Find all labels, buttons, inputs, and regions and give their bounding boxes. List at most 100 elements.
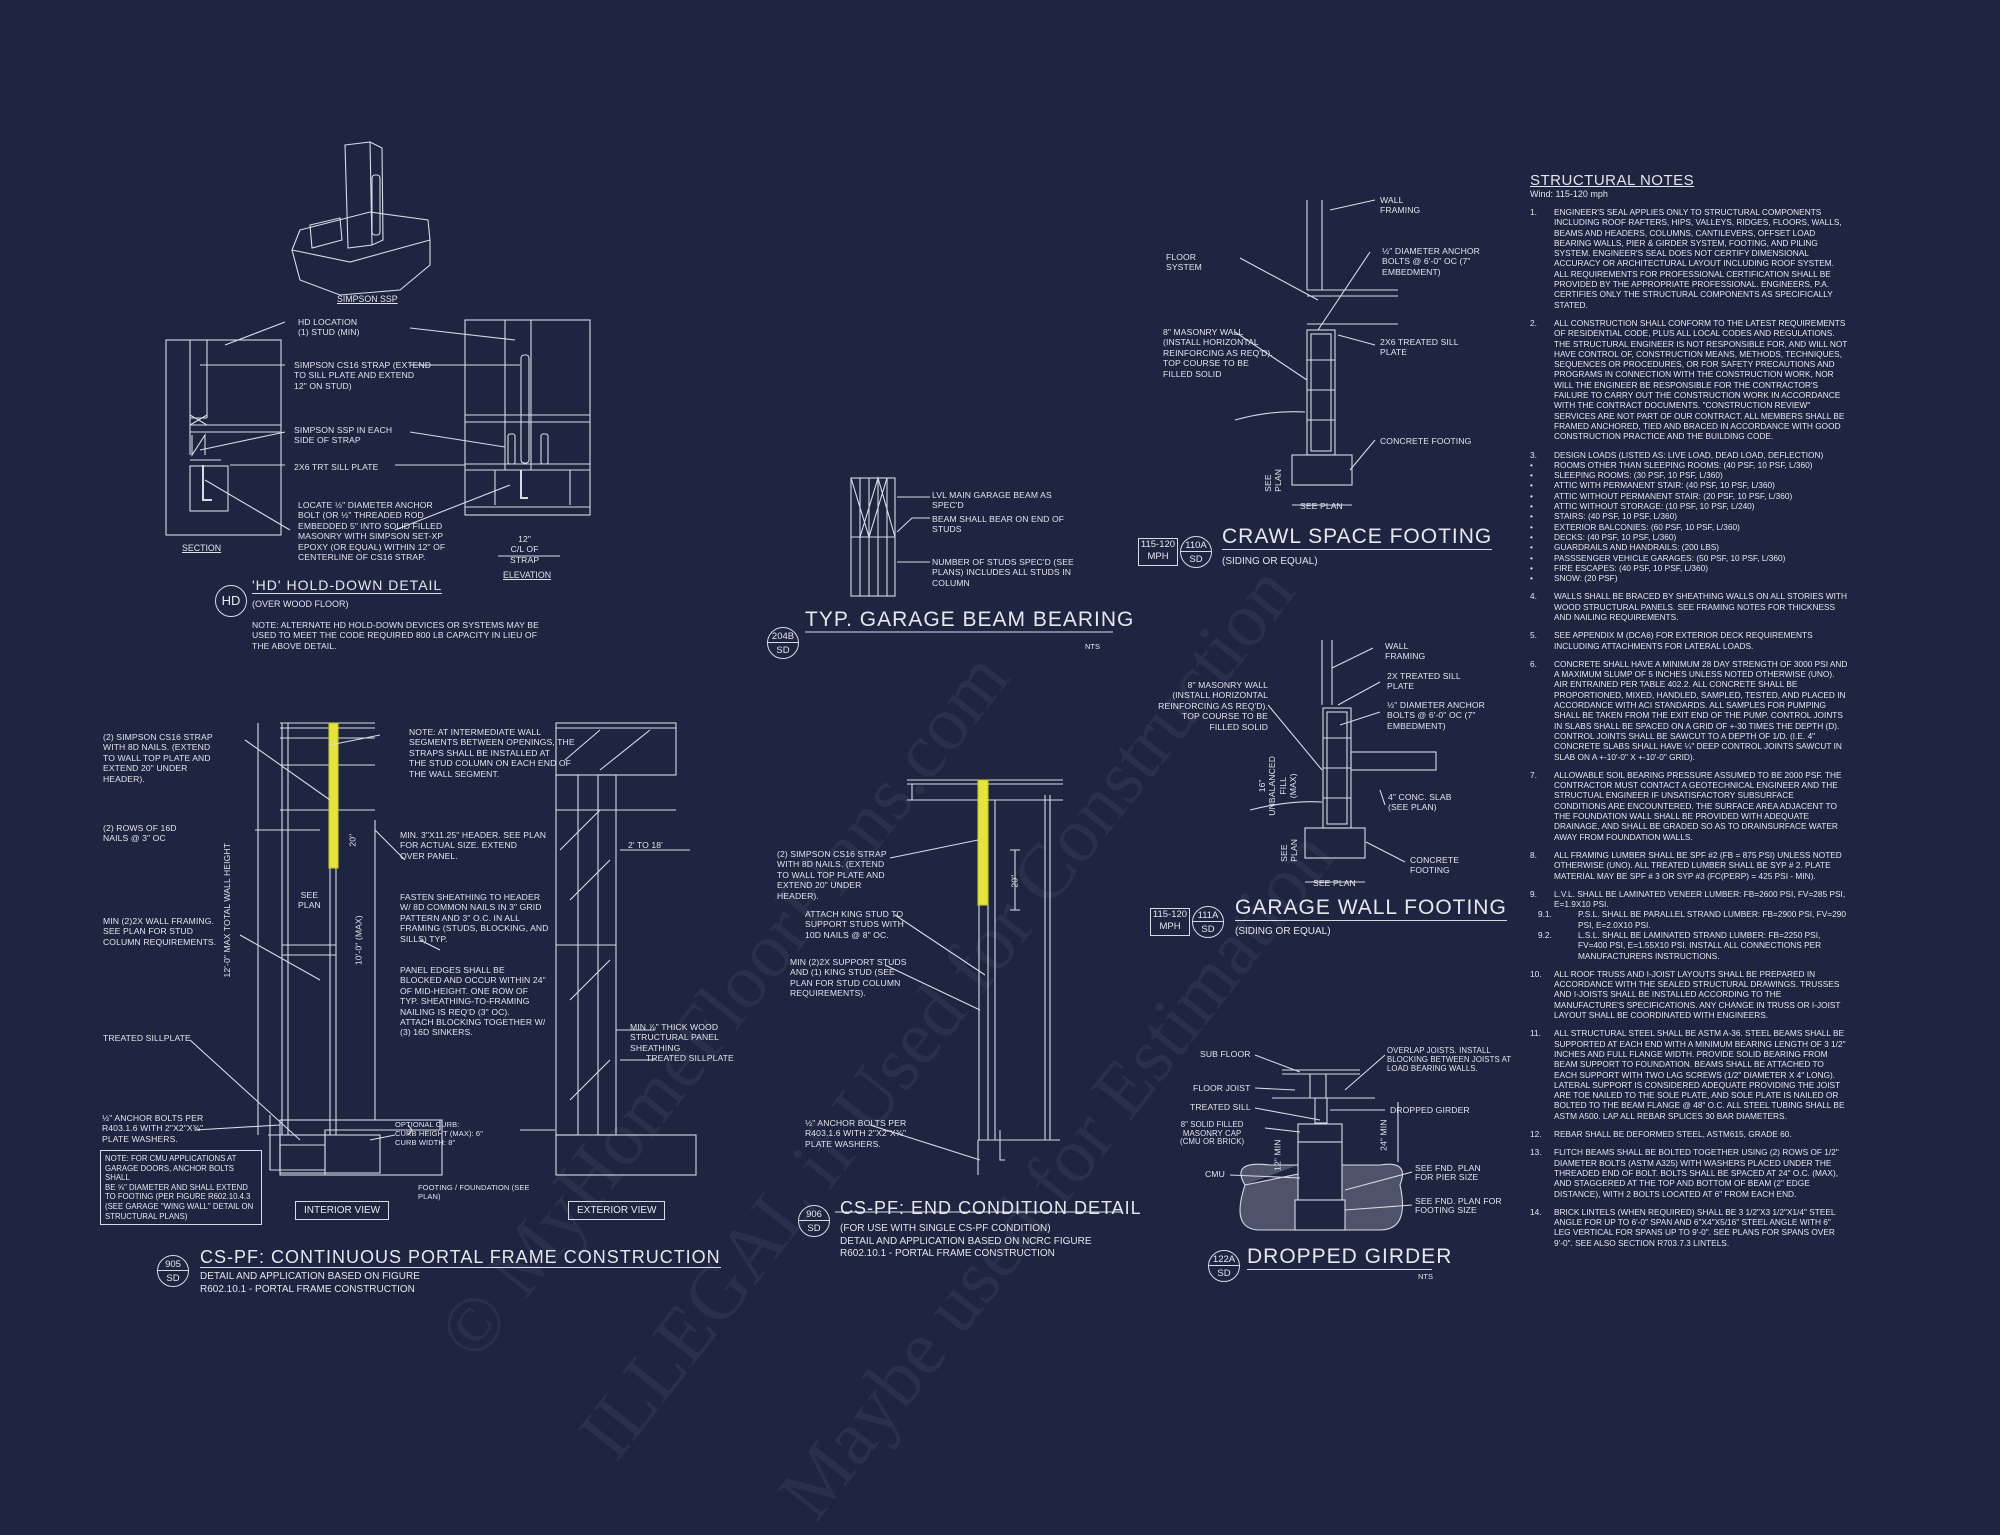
- note-bullet: • DECKS: (40 PSF, 10 PSF, L/360): [1530, 532, 1848, 542]
- note-text-block: ALL STRUCTURAL STEEL SHALL BE ASTM A-36.…: [1554, 1028, 1848, 1121]
- end-subtitle: (FOR USE WITH SINGLE CS-PF CONDITION) DE…: [840, 1223, 1092, 1259]
- note-text: ENGINEER'S SEAL APPLIES ONLY TO STRUCTUR…: [1554, 207, 1842, 310]
- note-item: 7.ALLOWABLE SOIL BEARING PRESSURE ASSUME…: [1530, 770, 1848, 842]
- girder-label-footing: SEE FND. PLAN FOR FOOTING SIZE: [1415, 1196, 1502, 1215]
- crawl-space-footing-drawing: [1234, 199, 1398, 506]
- portal-dim-max-height: 10'-0" (MAX): [353, 915, 364, 966]
- portal-title: CS-PF: CONTINUOUS PORTAL FRAME CONSTRUCT…: [200, 1247, 721, 1268]
- structural-notes: STRUCTURAL NOTES Wind: 115-120 mph 1.ENG…: [1530, 172, 1848, 1256]
- end-title: CS-PF: END CONDITION DETAIL: [840, 1198, 1142, 1218]
- interior-view-label: INTERIOR VIEW: [295, 1201, 390, 1220]
- note-number: 11.: [1530, 1028, 1541, 1039]
- girder-label-joist: FLOOR JOIST: [1193, 1083, 1251, 1093]
- bullet-text: EXTERIOR BALCONIES: (60 PSF, 10 PSF, L/3…: [1554, 521, 1740, 532]
- end-dim-20: 20": [1009, 874, 1020, 888]
- note-item: 14. BRICK LINTELS (WHEN REQUIRED) SHALL B…: [1530, 1207, 1848, 1248]
- note-number: 8.: [1530, 849, 1537, 860]
- gwall-title: GARAGE WALL FOOTING: [1235, 896, 1507, 921]
- bullet-text: DECKS: (40 PSF, 10 PSF, L/360): [1554, 531, 1677, 542]
- notes-wind: Wind: 115-120 mph: [1530, 189, 1608, 199]
- gwall-label-masonry: 8" MASONRY WALL (INSTALL HORIZONTAL REIN…: [1158, 680, 1268, 732]
- gwall-wind-box: 115-120 MPH: [1150, 908, 1190, 936]
- exterior-view-label: EXTERIOR VIEW: [568, 1201, 666, 1220]
- crawl-label-see-plan-v: SEE PLAN: [1263, 468, 1284, 492]
- note-text: ALL ROOF TRUSS AND I-JOIST LAYOUTS SHALL…: [1554, 968, 1841, 1021]
- crawl-label-wall-framing: WALL FRAMING: [1380, 195, 1421, 216]
- bullet-text: PASSSENGER VEHICLE GARAGES: (50 PSF, 10 …: [1554, 552, 1786, 563]
- note-bullet: •STAIRS: (40 PSF, 10 PSF, L/360): [1530, 511, 1848, 521]
- note-number: 13.: [1530, 1147, 1542, 1158]
- bullet-icon: •: [1530, 531, 1533, 542]
- bullet-text: ATTIC WITH PERMANENT STAIR: (40 PSF, 10 …: [1554, 480, 1775, 491]
- hd-label-anchor: LOCATE ½" DIAMETER ANCHOR BOLT (OR ½" TH…: [298, 500, 446, 563]
- note-text: DESIGN LOADS (LISTED AS: LIVE LOAD, DEAD…: [1554, 449, 1824, 460]
- crawl-label-footing: CONCRETE FOOTING: [1380, 436, 1472, 446]
- bullet-text: ATTIC WITHOUT STORAGE: (10 PSF, 10 PSF, …: [1554, 501, 1755, 512]
- note-number: 4.: [1530, 591, 1537, 602]
- end-label-strap: (2) SIMPSON CS16 STRAP WITH 8d NAILS. (E…: [777, 849, 887, 901]
- note-text-block: FLITCH BEAMS SHALL BE BOLTED TOGETHER US…: [1554, 1147, 1848, 1198]
- note-text: BRICK LINTELS (WHEN REQUIRED) SHALL BE 3…: [1554, 1206, 1836, 1248]
- note-number: 6.: [1530, 658, 1537, 669]
- note-item: 10.ALL ROOF TRUSS AND I-JOIST LAYOUTS SH…: [1530, 969, 1848, 1020]
- hd-note: NOTE: ALTERNATE HD HOLD-DOWN DEVICES OR …: [252, 620, 539, 651]
- portal-label-sillplate: TREATED SILLPLATE: [103, 1033, 191, 1043]
- portal-label-span: 2' TO 18': [628, 840, 663, 850]
- bullet-icon: •: [1530, 470, 1533, 481]
- crawl-label-masonry: 8" MASONRY WALL (INSTALL HORIZONTAL REIN…: [1163, 327, 1273, 379]
- girder-title: DROPPED GIRDER: [1247, 1245, 1453, 1270]
- girder-scale: NTS: [1418, 1272, 1433, 1281]
- note-text-block: REBAR SHALL BE DEFORMED STEEL, ASTM615, …: [1554, 1129, 1848, 1139]
- portal-label-anchor: ½" ANCHOR BOLTS PER R403.1.6 WITH 2"x2"x…: [102, 1113, 204, 1144]
- dropped-girder-drawing: [1239, 1069, 1404, 1231]
- note-text: ALL STRUCTURAL STEEL SHALL BE ASTM A-36.…: [1554, 1028, 1846, 1121]
- hd-title: 'HD' HOLD-DOWN DETAIL: [252, 577, 443, 594]
- gwall-label-see-plan: SEE PLAN: [1313, 878, 1356, 888]
- crawl-label-floor-system: FLOOR SYSTEM: [1166, 252, 1202, 273]
- bullet-icon: •: [1530, 573, 1533, 584]
- note-item: 4. WALLS SHALL BE BRACED BY SHEATHING WAL…: [1530, 591, 1848, 622]
- notes-list: 1.ENGINEER'S SEAL APPLIES ONLY TO STRUCT…: [1530, 207, 1848, 1248]
- note-text: ALLOWABLE SOIL BEARING PRESSURE ASSUMED …: [1554, 769, 1842, 842]
- note-text: REBAR SHALL BE DEFORMED STEEL, ASTM615, …: [1554, 1129, 1792, 1140]
- note-number: 12.: [1530, 1129, 1542, 1140]
- crawl-label-see-plan: SEE PLAN: [1300, 501, 1343, 511]
- girder-label-cap: 8" SOLID FILLED MASONRY CAP (CMU OR BRIC…: [1180, 1120, 1245, 1146]
- note-bullet: •ATTIC WITHOUT STORAGE: (10 PSF, 10 PSF,…: [1530, 501, 1848, 511]
- bullet-icon: •: [1530, 552, 1533, 563]
- note-text: WALLS SHALL BE BRACED BY SHEATHING WALLS…: [1554, 591, 1847, 622]
- note-item: 3.DESIGN LOADS (LISTED AS: LIVE LOAD, DE…: [1530, 450, 1848, 584]
- subitem-number: 9.2.: [1538, 930, 1552, 940]
- note-number: 14.: [1530, 1206, 1542, 1217]
- note-text: SEE APPENDIX M (DCA6) FOR EXTERIOR DECK …: [1554, 630, 1813, 651]
- note-text-block: ALL CONSTRUCTION SHALL CONFORM TO THE LA…: [1554, 318, 1848, 442]
- bullet-text: GUARDRAILS AND HANDRAILS: (200 LBS): [1554, 542, 1720, 553]
- note-subitem: 9.2.L.S.L. SHALL BE LAMINATED STRAND LUM…: [1538, 930, 1848, 961]
- detail-bubble-hd: HD: [215, 585, 247, 617]
- gwall-label-slab: 4" CONC. SLAB (SEE PLAN): [1388, 792, 1452, 813]
- note-item: 8.ALL FRAMING LUMBER SHALL BE SPF #2 (Fb…: [1530, 850, 1848, 881]
- end-condition-drawing: [835, 779, 1122, 1213]
- drawing-linework: [165, 141, 1437, 1231]
- note-bullet: •SNOW: (20 PSF): [1530, 573, 1848, 583]
- note-item: 2.ALL CONSTRUCTION SHALL CONFORM TO THE …: [1530, 318, 1848, 442]
- crawl-wind-box: 115-120 MPH: [1138, 538, 1178, 566]
- gwall-label-framing: WALL FRAMING: [1385, 641, 1426, 662]
- bullet-text: ROOMS OTHER THAN SLEEPING ROOMS: (40 PSF…: [1554, 459, 1813, 470]
- note-number: 9.: [1530, 888, 1537, 899]
- portal-cmu-note: NOTE: FOR CMU APPLICATIONS AT GARAGE DOO…: [100, 1150, 262, 1226]
- note-text-block: WALLS SHALL BE BRACED BY SHEATHING WALLS…: [1554, 591, 1848, 622]
- gwall-label-fill: 16" UNBALANCED FILL (MAX): [1257, 755, 1299, 816]
- note-bullet: •FIRE ESCAPES: (40 PSF, 10 PSF, L/360): [1530, 563, 1848, 573]
- note-bullet: •ATTIC WITHOUT PERMANENT STAIR: (20 PSF,…: [1530, 491, 1848, 501]
- note-text: L.V.L. SHALL BE LAMINATED VENEER LUMBER:…: [1554, 888, 1846, 910]
- portal-exterior-view-drawing: [520, 722, 697, 1176]
- portal-label-see-plan: SEE PLAN: [298, 890, 321, 911]
- gwall-label-see-plan-v: SEE PLAN: [1279, 838, 1300, 862]
- girder-label-cmu: CMU: [1205, 1169, 1225, 1179]
- bullet-icon: •: [1530, 542, 1533, 553]
- note-text-block: ALL ROOF TRUSS AND I-JOIST LAYOUTS SHALL…: [1554, 969, 1848, 1020]
- girder-dim-24: 24" MIN: [1378, 1119, 1389, 1151]
- note-text-block: ALLOWABLE SOIL BEARING PRESSURE ASSUMED …: [1554, 770, 1848, 842]
